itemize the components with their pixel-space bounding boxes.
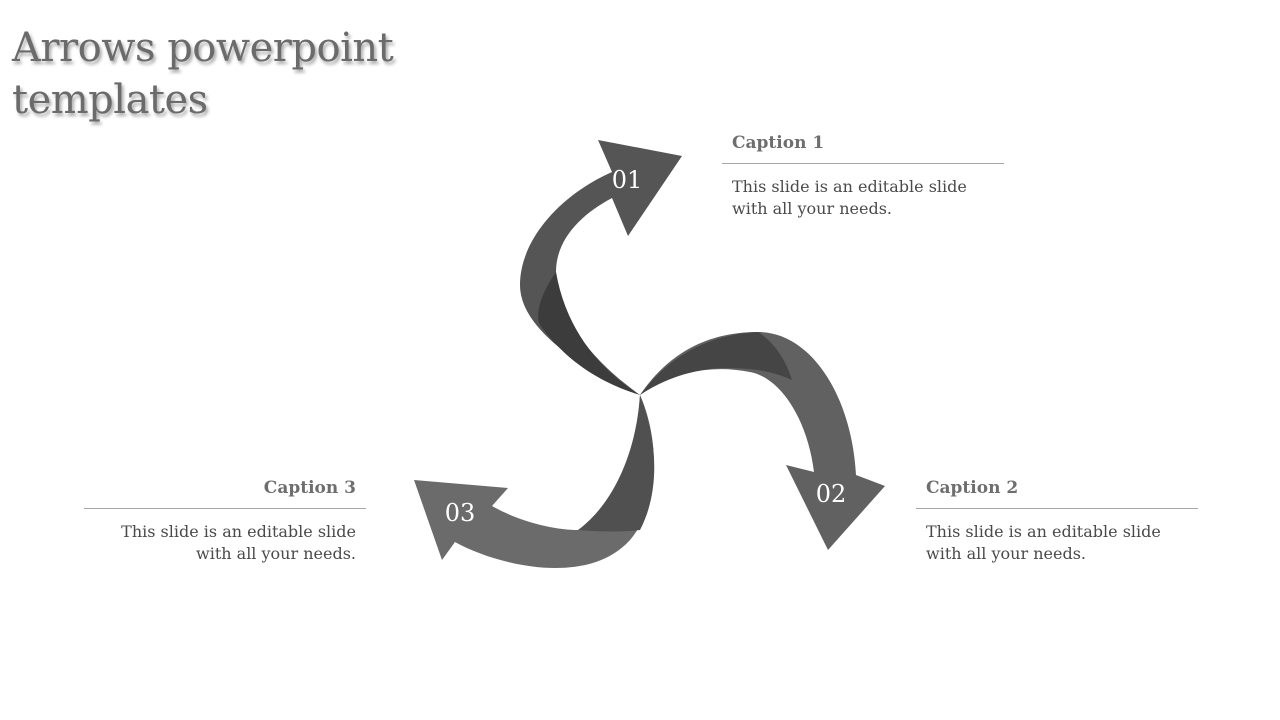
caption-1: Caption 1 This slide is an editable slid…: [722, 133, 1004, 220]
arrow-02-body: [640, 332, 885, 550]
arrow-01-number: 01: [612, 166, 643, 194]
caption-2-line-1: This slide is an editable slide: [926, 522, 1161, 541]
arrow-03-shade: [578, 395, 655, 532]
caption-2: Caption 2 This slide is an editable slid…: [916, 478, 1198, 565]
slide-title-line-2: templates: [12, 77, 208, 123]
caption-1-text: This slide is an editable slide with all…: [722, 164, 1004, 220]
caption-2-text: This slide is an editable slide with all…: [916, 509, 1198, 565]
caption-3-line-1: This slide is an editable slide: [121, 522, 356, 541]
caption-1-line-2: with all your needs.: [732, 199, 892, 218]
arrow-01-shade: [538, 272, 640, 395]
arrow-01: 01: [520, 140, 682, 395]
caption-2-line-2: with all your needs.: [926, 544, 1086, 563]
arrow-03-body: [414, 395, 654, 568]
caption-3-text: This slide is an editable slide with all…: [84, 509, 366, 565]
caption-3-title: Caption 3: [84, 478, 366, 509]
arrow-03: 03: [414, 395, 655, 568]
caption-1-title: Caption 1: [722, 133, 1004, 164]
caption-1-line-1: This slide is an editable slide: [732, 177, 967, 196]
arrow-01-body: [520, 140, 682, 395]
caption-2-title: Caption 2: [916, 478, 1198, 509]
arrow-02-shade: [640, 332, 792, 395]
arrow-02-number: 02: [816, 480, 847, 508]
arrow-03-number: 03: [445, 499, 476, 527]
slide-title: Arrows powerpoint templates: [12, 22, 394, 126]
arrow-02: 02: [640, 332, 885, 550]
caption-3-line-2: with all your needs.: [196, 544, 356, 563]
slide-title-line-1: Arrows powerpoint: [12, 25, 394, 71]
caption-3: Caption 3 This slide is an editable slid…: [84, 478, 366, 565]
